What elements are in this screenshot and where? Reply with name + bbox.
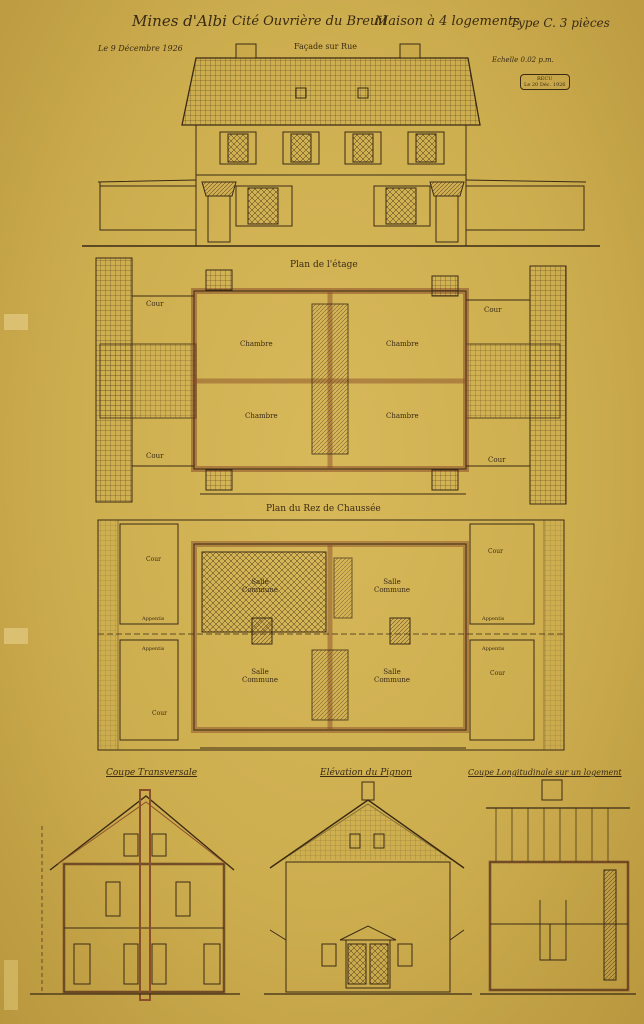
room-label-cour: Cour xyxy=(152,710,167,717)
coupe-transversale xyxy=(30,789,240,1001)
room-label-salle-commune: Salle Commune xyxy=(373,578,410,594)
room-label-chambre: Chambre xyxy=(386,340,419,348)
room-label-cour: Cour xyxy=(146,556,161,563)
section-title-coupe-longitudinale: Coupe Longitudinale sur un logement xyxy=(468,768,622,777)
stamp-line-1: RECU xyxy=(537,76,553,82)
room-label-cour: Cour xyxy=(146,300,164,308)
room-label-appentis: Appentis xyxy=(142,616,165,622)
room-label-salle-commune: Salle Commune xyxy=(373,668,410,684)
tape-mark xyxy=(4,628,28,644)
room-label-cour: Cour xyxy=(484,306,502,314)
room-label-cour: Cour xyxy=(488,548,503,555)
facade-elevation xyxy=(82,43,600,247)
section-title-plan-rdc: Plan du Rez de Chaussée xyxy=(266,504,381,514)
site-title: Mines d'Albi xyxy=(132,12,227,30)
room-label-salle-commune: Salle Commune xyxy=(241,668,278,684)
section-title-plan-etage: Plan de l'étage xyxy=(290,260,358,270)
section-title-facade: Façade sur Rue xyxy=(294,42,357,51)
cite-title: Cité Ouvrière du Breuil xyxy=(232,14,387,29)
stamp-line-2: Le 20 Déc. 1926 xyxy=(524,82,566,88)
room-label-appentis: Appentis xyxy=(142,646,165,652)
maison-title: Maison à 4 logements xyxy=(375,14,520,29)
tape-mark xyxy=(4,314,28,330)
elevation-pignon xyxy=(264,781,472,995)
tape-mark xyxy=(4,960,18,1010)
date-label: Le 9 Décembre 1926 xyxy=(98,44,183,53)
received-stamp: RECU Le 20 Déc. 1926 xyxy=(520,74,570,90)
room-label-cour: Cour xyxy=(490,670,505,677)
room-label-chambre: Chambre xyxy=(240,340,273,348)
room-label-chambre: Chambre xyxy=(386,412,419,420)
coupe-longitudinale xyxy=(480,779,636,995)
room-label-chambre: Chambre xyxy=(245,412,278,420)
scale-label: Echelle 0.02 p.m. xyxy=(492,56,554,64)
plan-rez-de-chaussee xyxy=(97,519,565,751)
plan-etage xyxy=(95,257,567,505)
room-label-cour: Cour xyxy=(488,456,506,464)
type-title: Type C. 3 pièces xyxy=(510,16,610,30)
section-title-elevation-pignon: Elévation du Pignon xyxy=(320,768,412,778)
room-label-cour: Cour xyxy=(146,452,164,460)
room-label-appentis: Appentis xyxy=(482,616,505,622)
section-title-coupe-transversale: Coupe Transversale xyxy=(106,768,198,778)
room-label-salle-commune: Salle Commune xyxy=(241,578,278,594)
room-label-appentis: Appentis xyxy=(482,646,505,652)
